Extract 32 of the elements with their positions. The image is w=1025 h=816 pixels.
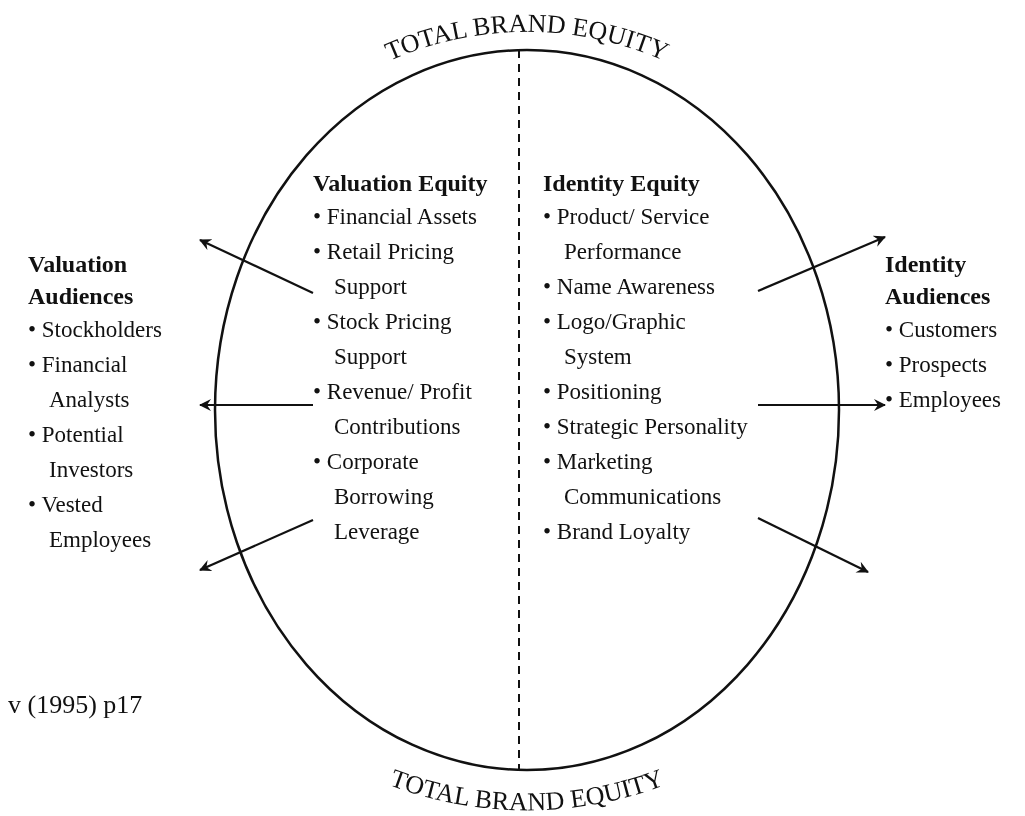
list-item: • Prospects: [885, 351, 988, 379]
list-item: • Product/ Service Performance: [543, 203, 711, 266]
list-item: • Brand Loyalty: [543, 518, 692, 546]
arc-title: TOTAL BRAND EQUITY: [380, 8, 674, 67]
list-item: • Strategic Personality: [543, 413, 749, 441]
section-heading: Valuation Equity: [313, 169, 489, 198]
arrow: [758, 399, 886, 411]
list-item: • Marketing Communications: [543, 448, 723, 511]
list-item: • Vested Employees: [28, 491, 153, 554]
list-item: • Logo/Graphic System: [543, 308, 687, 371]
arc-title: TOTAL BRAND EQUITY: [386, 763, 668, 816]
list-item: • Potential Investors: [28, 421, 135, 484]
list-item: • Corporate Borrowing Leverage: [313, 448, 435, 546]
list-item: • Name Awareness: [543, 273, 716, 301]
list-item: • Employees: [885, 386, 1002, 414]
arrow: [757, 517, 869, 573]
arrow: [199, 239, 314, 294]
section-heading: Identity Equity: [543, 169, 701, 198]
section-heading: Identity Audiences: [885, 250, 992, 311]
list-item: • Financial Assets: [313, 203, 478, 231]
arrow: [199, 399, 313, 411]
list-item: • Stockholders: [28, 316, 163, 344]
citation-text: v (1995) p17: [8, 690, 143, 720]
list-item: • Retail Pricing Support: [313, 238, 455, 301]
list-item: • Positioning: [543, 378, 663, 406]
list-item: • Revenue/ Profit Contributions: [313, 378, 473, 441]
arrow: [199, 519, 314, 572]
list-item: • Financial Analysts: [28, 351, 131, 414]
arrow: [757, 235, 886, 292]
section-heading: Valuation Audiences: [28, 250, 135, 311]
list-item: • Customers: [885, 316, 999, 344]
list-item: • Stock Pricing Support: [313, 308, 453, 371]
